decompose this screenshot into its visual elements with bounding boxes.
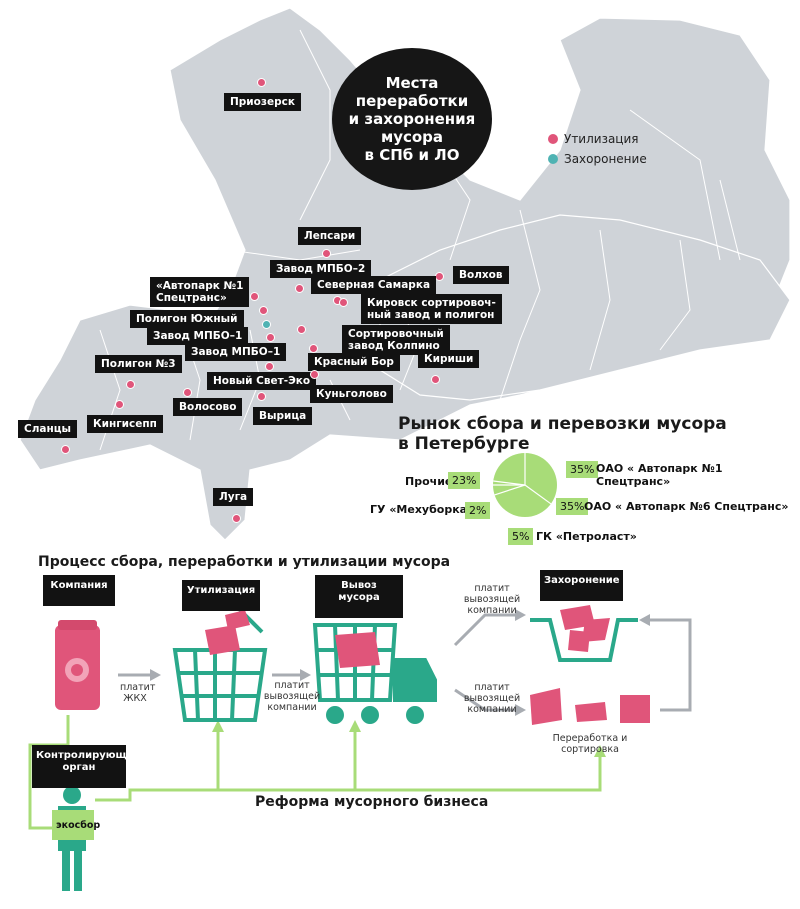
marker-zavod-mpbo2 [295, 284, 304, 293]
label-sev-samarka: Северная Самарка [311, 276, 437, 294]
marker-poligon-yuzhny [259, 306, 268, 315]
pie-label-petrolast: ГК «Петроласт» [536, 530, 637, 543]
marker-kingisepp [115, 400, 124, 409]
pie-pct-avtopark1: 35% [566, 461, 599, 478]
label-lepsari: Лепсари [298, 227, 362, 245]
text-pays-zhkh: платит ЖКХ [120, 682, 156, 704]
pie-pct-petrolast: 5% [508, 528, 534, 545]
label-kingisepp: Кингисепп [87, 415, 163, 433]
marker-priozersk [257, 78, 266, 87]
legend-dot [548, 154, 558, 164]
trash-pieces [205, 610, 250, 655]
recycling-pieces-icon [530, 688, 650, 725]
flow-arrowheads [212, 720, 606, 757]
marker-avtopark [250, 292, 259, 301]
label-control: Контролирующий орган [32, 745, 141, 788]
label-priozersk: Приозерск [224, 93, 301, 111]
pie-label-mehuborka: ГУ «Мехуборка» [370, 503, 475, 516]
pie-slice-edge [493, 480, 526, 486]
pie-pct-mehuborka: 2% [465, 502, 491, 519]
marker-burial [262, 320, 271, 329]
legend-utilization: Утилизация [548, 132, 639, 146]
label-avtopark: «Автопарк №1 Спецтранс» [150, 277, 250, 307]
pie-label-avtopark1: ОАО « Автопарк №1 Спецтранс» [596, 462, 723, 488]
can-icon [55, 620, 100, 710]
label-kirishi: Кириши [418, 350, 480, 368]
label-poligon3: Полигон №3 [95, 355, 182, 373]
label-novy-svet: Новый Свет-Эко [207, 372, 317, 390]
marker-kirovsk-2 [339, 298, 348, 307]
label-volosovo: Волосово [173, 398, 243, 416]
label-company: Компания [43, 575, 115, 606]
pie-pct-other: 23% [448, 472, 481, 489]
utilization-basket-icon [172, 608, 268, 722]
marker-vyritsa [257, 392, 266, 401]
flow-lines [28, 715, 602, 830]
market-title: Рынок сбора и перевозки мусора в Петербу… [398, 414, 727, 454]
label-zavod-mpbo1-a: Завод МПБО–1 [147, 327, 249, 345]
label-volhov: Волхов [453, 266, 509, 284]
marker-slantsy [61, 445, 70, 454]
text-pays-company-bottom: платит вывозящей компании [463, 682, 521, 715]
region-shape [379, 214, 791, 401]
marker-luga [232, 514, 241, 523]
legend-burial: Захоронение [548, 152, 647, 166]
garbage-truck-icon [312, 623, 437, 724]
marker-novy-svet [265, 362, 274, 371]
label-slantsy: Сланцы [18, 420, 78, 438]
marker-sort-kolpino [297, 325, 306, 334]
landfill-icon [530, 605, 638, 662]
map-title: Места переработки и захоронения мусора в… [332, 48, 492, 190]
label-burial: Захоронение [540, 570, 623, 601]
marker-lepsari [322, 249, 331, 258]
marker-volosovo [183, 388, 192, 397]
marker-volhov [435, 272, 444, 281]
marker-poligon3 [126, 380, 135, 389]
controller-person-icon [52, 786, 94, 891]
marker-krasny-bor [309, 344, 318, 353]
text-processing: Переработка и сортировка [552, 733, 628, 755]
marker-kungolovo [310, 370, 319, 379]
grey-arrows [118, 613, 692, 712]
label-luga: Луга [213, 488, 254, 506]
legend-dot [548, 134, 558, 144]
label-vyritsa: Вырица [253, 407, 313, 425]
marker-kirishi [431, 375, 440, 384]
label-zavod-mpbo1-b: Завод МПБО–1 [185, 343, 287, 361]
pie-label-avtopark6: ОАО « Автопарк №6 Спецтранс» [584, 500, 789, 513]
truck-trash-pieces [335, 632, 380, 668]
marker-zavod-mpbo1-a [266, 333, 275, 342]
reform-title: Реформа мусорного бизнеса [255, 794, 489, 810]
label-utilization: Утилизация [182, 580, 260, 611]
process-diagram [28, 605, 692, 891]
label-kungolovo: Куньголово [310, 385, 393, 403]
label-removal: Вывоз мусора [315, 575, 403, 618]
label-poligon-yuzhny: Полигон Южный [130, 310, 244, 328]
process-title: Процесс сбора, переработки и утилизации … [38, 554, 451, 570]
market-pie [493, 453, 557, 517]
text-pays-company: платит вывозящей компании [263, 680, 321, 713]
grey-arrowheads [150, 609, 650, 716]
text-pays-company-top: платит вывозящей компании [463, 583, 521, 616]
label-kirovsk: Кировск сортировоч- ный завод и полигон [361, 294, 502, 324]
label-krasny-bor: Красный Бор [308, 353, 400, 371]
label-zavod-mpbo2: Завод МПБО–2 [270, 260, 372, 278]
text-ecosbor: экосбор [56, 820, 101, 831]
pie-slice-edge [494, 484, 526, 496]
pie-pct-avtopark6: 35% [556, 498, 589, 515]
pie-label-other: Прочие [405, 475, 453, 488]
pie-slice-edge [524, 484, 552, 505]
